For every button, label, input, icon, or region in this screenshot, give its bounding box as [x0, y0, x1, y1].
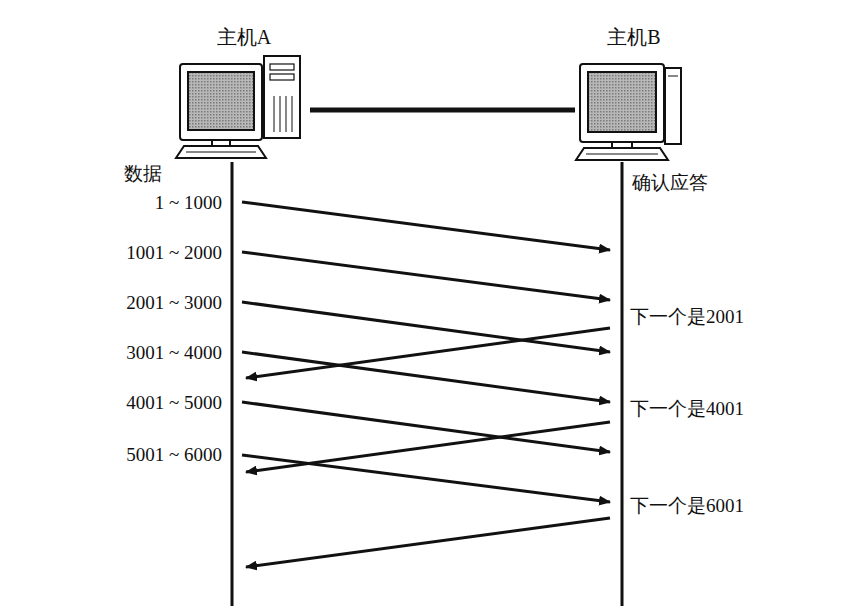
column-heading: 数据 [124, 163, 162, 185]
timeline-b [621, 162, 624, 606]
computer-b [576, 64, 681, 160]
ack-label: 下一个是6001 [630, 495, 744, 517]
segment-range: 5001 ~ 6000 [126, 444, 222, 466]
column-heading: 确认应答 [632, 172, 708, 194]
segment-range: 1001 ~ 2000 [126, 242, 222, 264]
ack-label: 下一个是2001 [630, 306, 744, 328]
segment-range: 1 ~ 1000 [155, 192, 222, 214]
segment-range: 3001 ~ 4000 [126, 342, 222, 364]
segment-range: 2001 ~ 3000 [126, 292, 222, 314]
ack-label: 下一个是4001 [630, 398, 744, 420]
segment-range: 4001 ~ 5000 [126, 392, 222, 414]
ack-arrows [246, 328, 610, 567]
computer-a [176, 56, 300, 158]
network-cable [310, 108, 575, 113]
host-name: 主机B [575, 26, 693, 49]
host-name: 主机A [178, 26, 310, 49]
host-computer: 主机A [178, 26, 310, 160]
host-computer: 主机B [575, 26, 693, 162]
timeline-a [231, 162, 234, 606]
segment-arrows [242, 202, 610, 502]
